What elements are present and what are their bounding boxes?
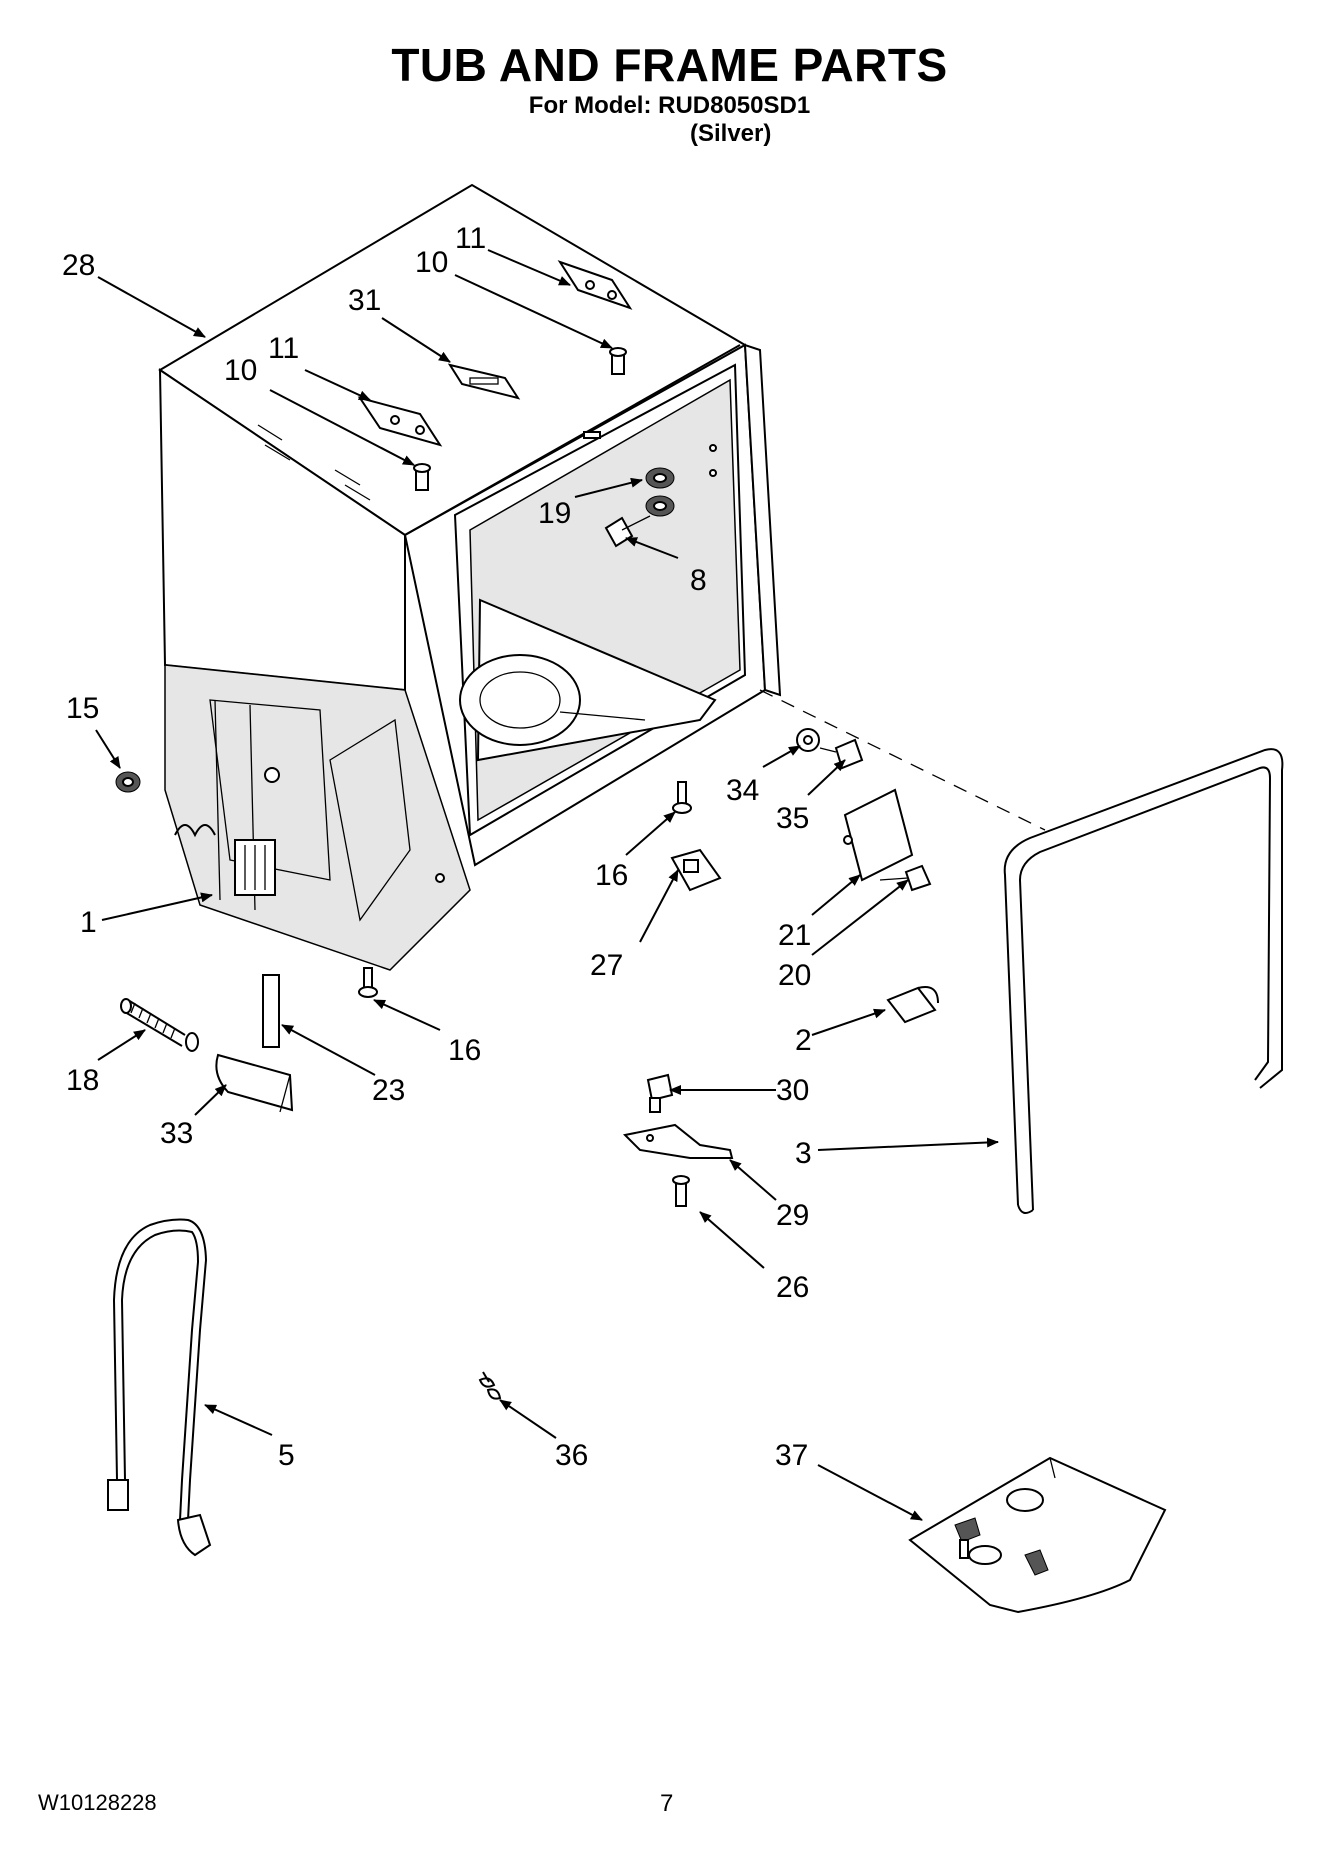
- callout-labels: 28 11 10 31 11 10 19 8 15 34 35 16 21 1 …: [62, 222, 812, 1472]
- callout-31: 31: [348, 284, 381, 317]
- clip-2: [886, 986, 939, 1024]
- callout-29: 29: [776, 1199, 809, 1232]
- callout-16: 16: [595, 859, 628, 892]
- callout-8: 8: [690, 564, 707, 597]
- tub: [158, 183, 782, 971]
- callout-11: 11: [268, 332, 299, 365]
- callout-10: 10: [224, 354, 257, 387]
- callout-5: 5: [278, 1439, 295, 1472]
- bracket-11-left: [357, 396, 443, 447]
- doc-number: W10128228: [38, 1790, 157, 1815]
- callout-33: 33: [160, 1117, 193, 1150]
- callout-3: 3: [795, 1137, 812, 1170]
- clip-31: [447, 363, 521, 400]
- color-line: (Silver): [690, 120, 772, 147]
- bracket-29: [622, 1123, 734, 1159]
- callout-20: 20: [778, 959, 811, 992]
- callout-23: 23: [372, 1074, 405, 1107]
- clamp-36: [478, 1371, 502, 1400]
- screw-26: [672, 1175, 690, 1207]
- harness-5: [107, 1218, 212, 1557]
- callout-18: 18: [66, 1064, 99, 1097]
- callout-1: 1: [80, 906, 97, 939]
- bracket-11-right: [557, 260, 633, 310]
- callout-26: 26: [776, 1271, 809, 1304]
- callout-2: 2: [795, 1024, 812, 1057]
- callout-16: 16: [448, 1034, 481, 1067]
- callout-27: 27: [590, 949, 623, 982]
- model-line: For Model: RUD8050SD1: [528, 92, 811, 119]
- bag-37: [908, 1456, 1167, 1614]
- screw-10-right: [609, 347, 627, 375]
- clip-27: [670, 848, 722, 892]
- screw-20: [879, 864, 932, 892]
- callout-10: 10: [415, 246, 448, 279]
- callout-19: 19: [538, 497, 571, 530]
- callout-28: 28: [62, 249, 95, 282]
- callout-15: 15: [66, 692, 99, 725]
- page-title: TUB AND FRAME PARTS: [391, 39, 948, 91]
- callout-11: 11: [455, 222, 486, 255]
- nut-15: [115, 771, 141, 793]
- clip-30: [646, 1073, 674, 1113]
- gasket-3: [1003, 748, 1284, 1215]
- pad-33: [215, 1053, 294, 1113]
- callout-21: 21: [778, 919, 811, 952]
- leg-16-upper: [672, 781, 692, 814]
- strip-23: [262, 974, 280, 1048]
- spacer-19: [645, 467, 675, 517]
- callout-34: 34: [726, 774, 759, 807]
- washer-34: [796, 728, 820, 752]
- spring-18: [120, 998, 199, 1052]
- leader-lines: [95, 249, 999, 1521]
- callout-35: 35: [776, 802, 809, 835]
- callout-37: 37: [775, 1439, 808, 1472]
- callout-30: 30: [776, 1074, 809, 1107]
- callout-36: 36: [555, 1439, 588, 1472]
- bracket-21: [843, 788, 914, 882]
- page-number: 7: [660, 1790, 674, 1817]
- screw-10-left: [413, 463, 431, 491]
- leg-16-lower: [358, 967, 378, 998]
